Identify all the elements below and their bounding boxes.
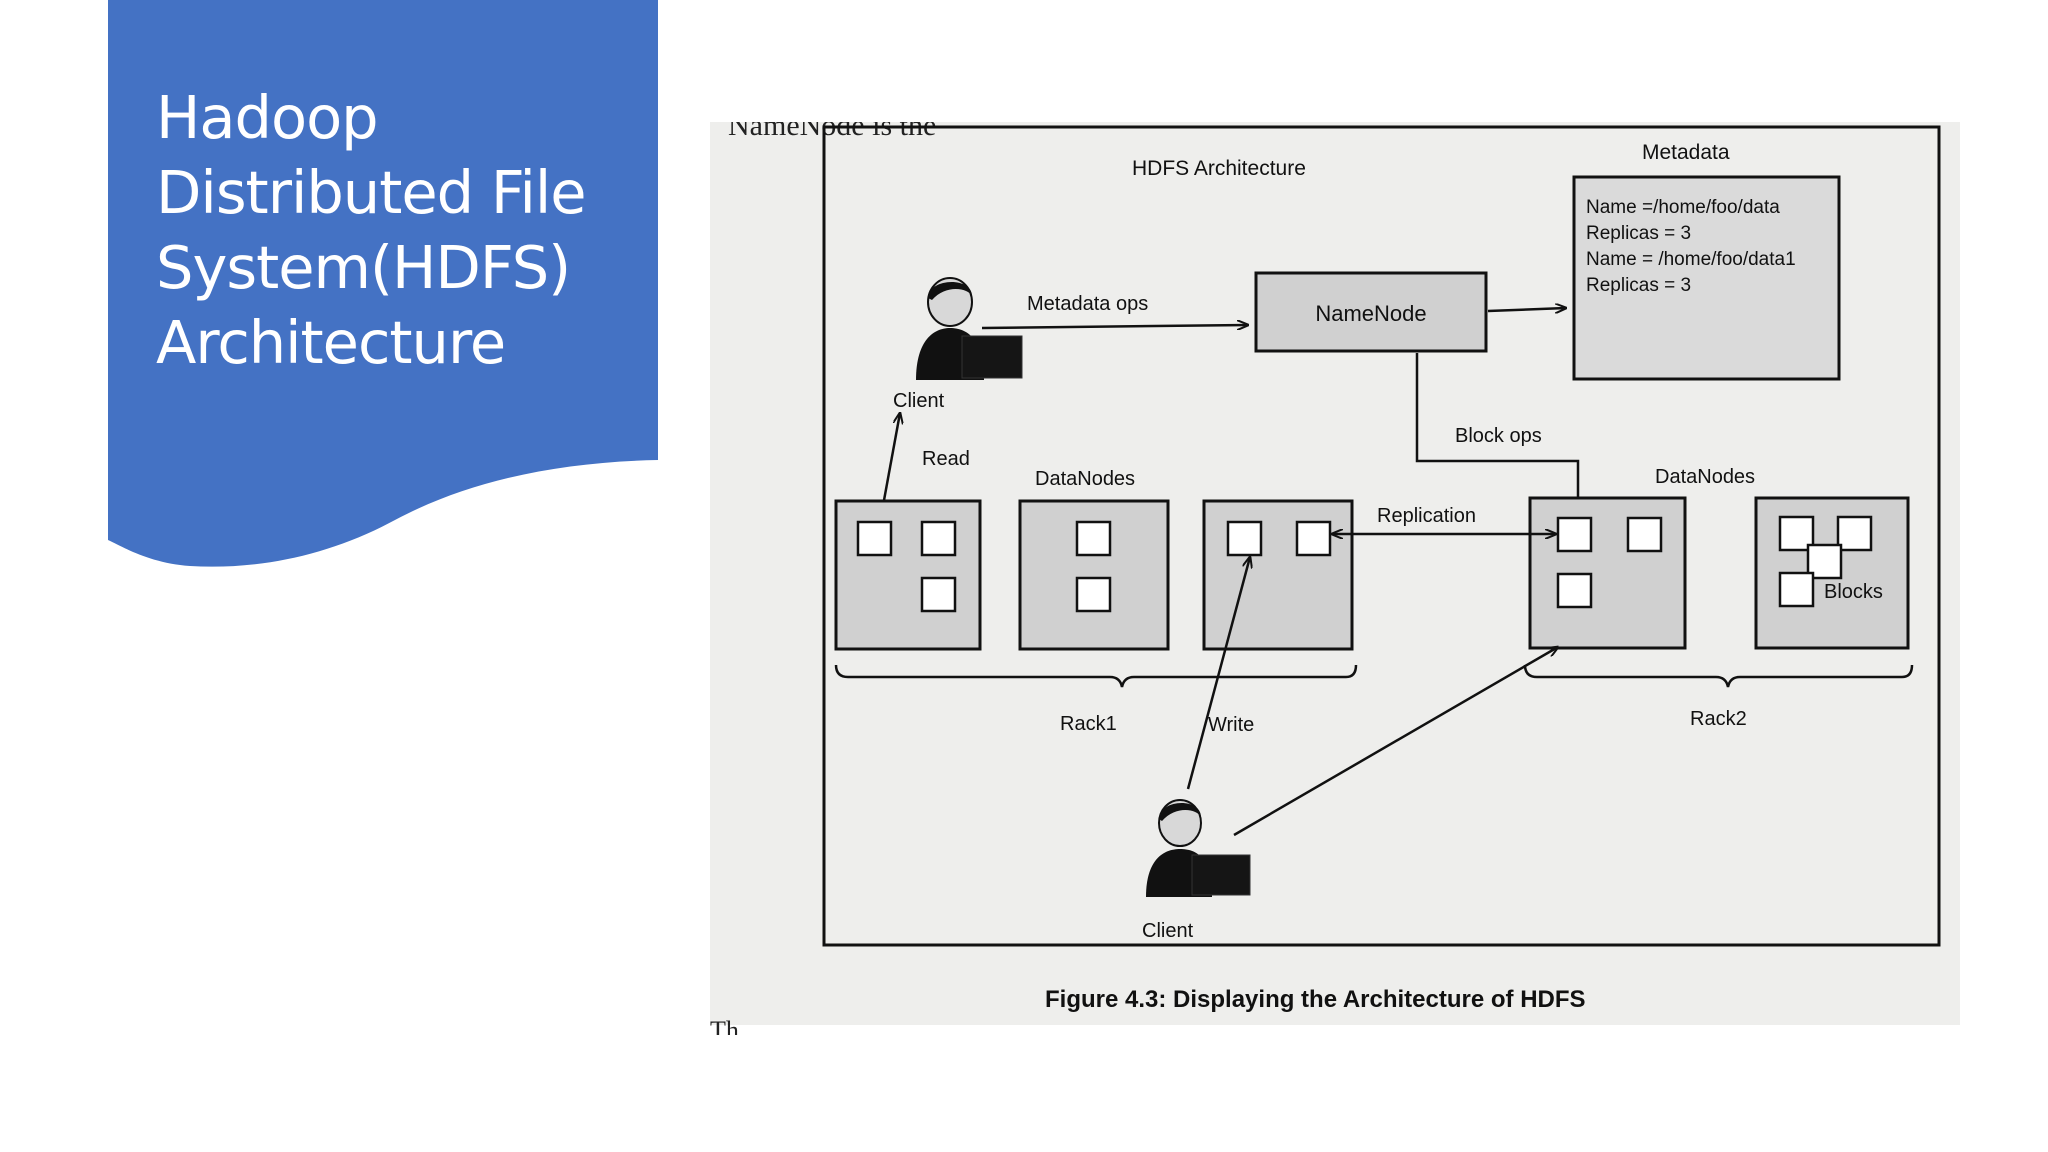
metadata-line: Replicas = 3 [1586,223,1691,244]
metadata-line: Replicas = 3 [1586,275,1691,296]
block [1295,520,1332,557]
top-crop-mask [710,105,1960,122]
metadata-line: Name =/home/foo/data [1586,197,1780,218]
block [1836,515,1873,552]
read-label: Read [922,448,970,470]
client-bottom-label: Client [1142,920,1194,942]
datanode-2 [1018,499,1170,651]
metadata-line: Name = /home/foo/data1 [1586,249,1796,270]
metadata-ops-label: Metadata ops [1027,293,1148,315]
block [920,520,957,557]
datanode-1 [834,499,982,651]
replication-label: Replication [1377,505,1476,527]
block [1075,576,1112,613]
diagram-title: HDFS Architecture [1132,157,1306,180]
namenode-label: NameNode [1315,301,1426,326]
hdfs-architecture-diagram: NameNode is the HDFS Architecture Metada… [710,105,1960,1045]
rack1-brace [834,664,1358,688]
metadata-box [1572,175,1841,381]
block [1075,520,1112,557]
block [920,576,957,613]
block [856,520,893,557]
rack2-label: Rack2 [1690,708,1747,730]
slide-title: Hadoop Distributed File System(HDFS) Arc… [156,83,587,377]
rack2-brace [1523,664,1914,688]
block [1626,516,1663,553]
datanode-5: Blocks [1754,496,1910,650]
write-arrow-rack2 [1233,647,1558,837]
block-ops-connector [1415,353,1578,515]
metadata-title: Metadata [1642,141,1730,164]
client-top-icon [916,277,1023,380]
datanode-3 [1202,499,1354,651]
block [1226,520,1263,557]
datanode-4 [1528,496,1687,650]
namenode-box [1254,271,1488,353]
client-top-label: Client [893,390,945,412]
block-ops-label: Block ops [1455,425,1542,447]
client-bottom-icon [1146,799,1251,897]
diagram-border [822,125,1941,947]
block [1556,516,1593,553]
write-arrow-rack1 [1186,557,1250,790]
write-label: Write [1208,714,1254,736]
title-panel-shape [108,0,658,567]
block [1778,515,1815,552]
block [1556,572,1593,609]
rack1-label: Rack1 [1060,713,1117,735]
hdfs-figure: NameNode is the HDFS Architecture Metada… [710,105,1960,1045]
block [1778,571,1815,608]
namenode-to-metadata-arrow [1487,308,1566,311]
blocks-label: Blocks [1824,581,1883,603]
figure-caption: Figure 4.3: Displaying the Architecture … [1045,986,1586,1013]
datanodes-right-label: DataNodes [1655,466,1755,488]
datanodes-left-label: DataNodes [1035,468,1135,490]
bottom-partial-text: Th [710,1016,739,1035]
metadata-ops-arrow [981,325,1248,328]
